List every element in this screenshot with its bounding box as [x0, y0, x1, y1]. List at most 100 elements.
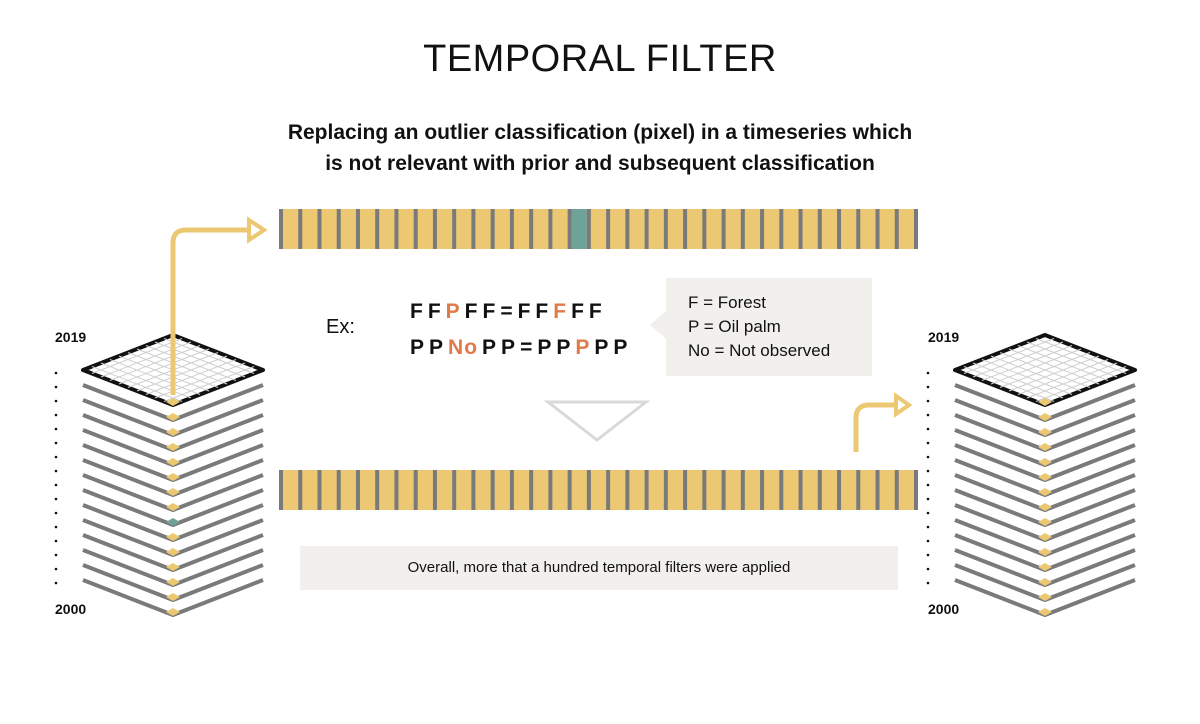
- image-stack-right: [926, 333, 1137, 617]
- grid-line: [1035, 338, 1127, 374]
- timeline-dot: [54, 399, 58, 403]
- stack-pixel: [166, 398, 180, 406]
- grid-line: [999, 352, 1091, 388]
- grid-line: [1017, 359, 1109, 395]
- stack-pixel: [1038, 473, 1052, 481]
- timeseries-bar: [281, 470, 916, 510]
- timeline-dot: [54, 497, 58, 501]
- left-bottom-year: 2000: [55, 601, 87, 617]
- timeline-dot: [54, 469, 58, 473]
- grid-line: [145, 359, 237, 395]
- timeline-dot: [926, 427, 930, 431]
- example-before-token: P: [410, 336, 426, 359]
- example-after-token: F: [588, 300, 603, 323]
- grid-line: [154, 341, 246, 378]
- image-stack-left: [54, 333, 265, 617]
- timeseries-bar: [281, 209, 916, 249]
- grid-line: [1008, 348, 1100, 385]
- stack-pixel: [166, 503, 180, 511]
- stack-pixel: [1038, 533, 1052, 541]
- legend-oil-palm: P = Oil palm: [688, 317, 781, 336]
- stack-pixel: [1038, 398, 1052, 406]
- example-after-token: F: [535, 300, 550, 323]
- timeline-dot: [926, 553, 930, 557]
- example-before-token: No: [448, 336, 479, 359]
- summary-note: Overall, more that a hundred temporal fi…: [300, 546, 898, 590]
- stack-pixel: [166, 443, 180, 451]
- stack-pixel: [1038, 563, 1052, 571]
- stack-pixel: [166, 518, 180, 526]
- timeline-dot: [926, 483, 930, 487]
- timeline-dot: [54, 413, 58, 417]
- stack-pixel: [1038, 578, 1052, 586]
- grid-line: [1035, 366, 1127, 402]
- example-after-token: F: [571, 300, 585, 323]
- timeline-dot: [926, 385, 930, 389]
- timeline-dot: [54, 427, 58, 431]
- stack-pixel: [166, 428, 180, 436]
- grid-line: [1026, 341, 1118, 378]
- stack-pixel: [1038, 593, 1052, 601]
- legend-box: [666, 278, 872, 376]
- arrow-stack-to-timeseries: [170, 227, 248, 395]
- grid-line: [163, 338, 255, 374]
- timeline-dot: [926, 567, 930, 571]
- timeline-dot: [926, 441, 930, 445]
- timeline-dot: [926, 539, 930, 543]
- example-before-token: P: [445, 300, 461, 323]
- example-after-token: F: [553, 300, 568, 323]
- right-bottom-year: 2000: [928, 601, 960, 617]
- subtitle-line-2: is not relevant with prior and subsequen…: [325, 152, 875, 175]
- stack-pixel: [1038, 413, 1052, 421]
- legend-pointer: [650, 311, 666, 339]
- timeline-dot: [926, 511, 930, 515]
- diagram-subtitle: Replacing an outlier classification (pix…: [200, 117, 1000, 179]
- stack-pixel: [166, 458, 180, 466]
- timeline-dot: [926, 455, 930, 459]
- outlier-pixel: [571, 209, 587, 249]
- equals-sign: =: [520, 336, 534, 359]
- grid-line: [1017, 345, 1109, 381]
- stack-pixel: [1038, 503, 1052, 511]
- example-after-token: P: [575, 336, 591, 359]
- stack-pixel: [166, 563, 180, 571]
- example-label: Ex:: [326, 316, 355, 338]
- stack-pixel: [1038, 608, 1052, 616]
- arrow-head-right: [894, 392, 913, 418]
- example-after-token: P: [613, 336, 629, 359]
- diagram-title: TEMPORAL FILTER: [423, 38, 777, 80]
- timeline-dot: [54, 385, 58, 389]
- stack-pixel: [1038, 548, 1052, 556]
- example-before-token: F: [464, 300, 479, 323]
- grid-line: [154, 362, 246, 399]
- grid-line: [145, 345, 237, 381]
- timeseries-after-filter: [279, 470, 918, 510]
- example-before-token: F: [427, 300, 442, 323]
- grid-line: [163, 366, 255, 402]
- example-after-token: F: [517, 300, 532, 323]
- timeline-dot: [54, 539, 58, 543]
- timeline-dot: [54, 455, 58, 459]
- equals-sign: =: [500, 300, 514, 323]
- stack-pixel: [166, 578, 180, 586]
- timeline-dot: [54, 483, 58, 487]
- timeline-dot: [926, 399, 930, 403]
- arrow-head-left: [247, 216, 268, 244]
- timeline-dot: [54, 567, 58, 571]
- example-before-token: F: [482, 300, 497, 323]
- timeline-dot: [926, 413, 930, 417]
- grid-line: [136, 348, 228, 385]
- down-triangle-icon: [543, 400, 651, 442]
- stack-pixel: [1038, 518, 1052, 526]
- legend-not-observed: No = Not observed: [688, 341, 831, 360]
- example-after-token: P: [556, 336, 572, 359]
- stack-pixel: [1038, 488, 1052, 496]
- example-before-token: P: [501, 336, 517, 359]
- example-before-token: P: [429, 336, 445, 359]
- example-after-token: P: [594, 336, 610, 359]
- timeline-dot: [926, 469, 930, 473]
- timeline-dot: [54, 371, 58, 375]
